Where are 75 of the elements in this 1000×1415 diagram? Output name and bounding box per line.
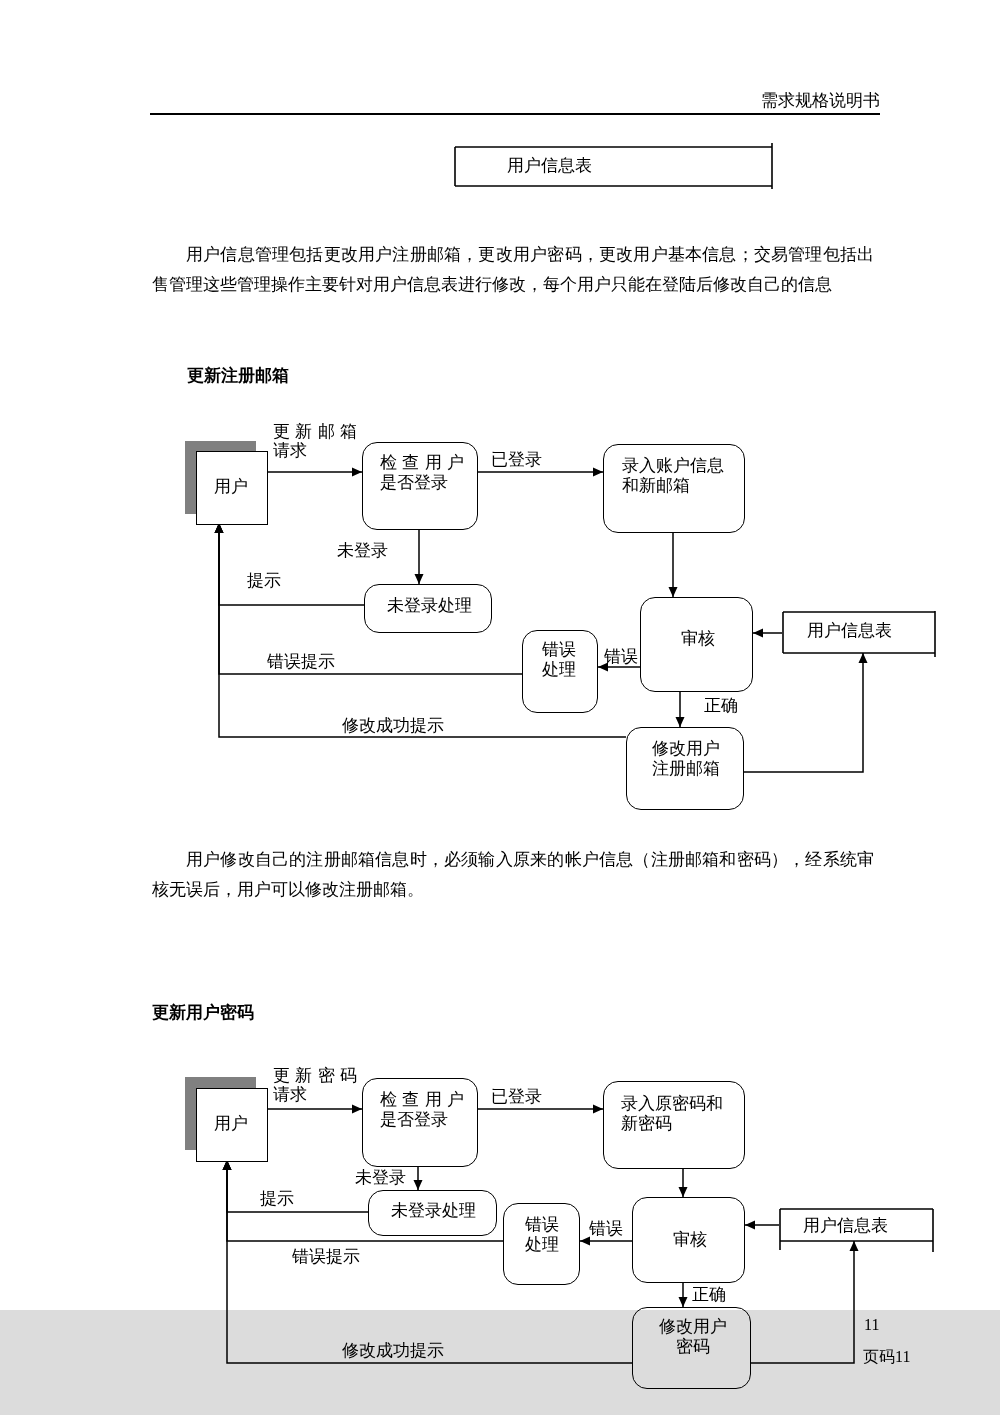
flow-arrow: [579, 1236, 633, 1246]
process-box: [362, 442, 478, 530]
process-label: 审核: [672, 1230, 707, 1250]
process-box: [603, 1081, 745, 1169]
flow-arrow: [743, 652, 868, 773]
process-box: [362, 1078, 478, 1167]
process-box: [364, 584, 492, 633]
store-label: 用户信息表: [803, 1216, 888, 1236]
flow-arrow: [678, 1168, 688, 1198]
store-label: 用户信息表: [807, 621, 892, 641]
edge-label: 错误: [589, 1219, 623, 1238]
external-entity-box: [185, 441, 266, 523]
edge-label: 未登录: [337, 541, 388, 560]
process-box: [368, 1190, 497, 1236]
data-store: [779, 1208, 934, 1253]
edge-label: 修改成功提示: [342, 1341, 444, 1360]
process-label: 检查用户是否登录: [380, 453, 464, 493]
process-label: 检查用户是否登录: [380, 1090, 464, 1130]
process-label: 修改用户注册邮箱: [651, 739, 721, 779]
process-label: 录入原密码和新密码: [621, 1094, 724, 1134]
process-box: [632, 1197, 745, 1283]
edge-label: 更新密码请求: [273, 1066, 357, 1104]
process-box: [603, 444, 745, 533]
flow-arrow: [750, 1240, 859, 1364]
data-store: [782, 611, 936, 657]
flow-arrow: [597, 662, 641, 672]
flow-arrow: [265, 1104, 363, 1114]
process-label: 错误处理: [542, 640, 577, 680]
store-label: 用户信息表: [507, 156, 592, 176]
body-paragraph: 用户修改自己的注册邮箱信息时，必须输入原来的帐户信息（注册邮箱和密码），经系统审核无误后，用户可以修改注册邮箱。: [152, 849, 874, 901]
entity-label: 用户: [214, 1114, 248, 1134]
process-label: 未登录处理: [391, 1201, 476, 1221]
flow-arrow: [265, 467, 363, 477]
edge-label: 提示: [260, 1189, 294, 1208]
page-number: 11: [864, 1316, 880, 1334]
process-box: [503, 1203, 580, 1285]
process-box: [632, 1307, 751, 1389]
flow-arrow: [678, 1282, 688, 1308]
process-box: [522, 630, 598, 713]
flow-arrow: [222, 1159, 633, 1364]
running-header: 需求规格说明书: [761, 91, 880, 111]
flow-arrow: [675, 691, 685, 728]
edge-label: 正确: [692, 1285, 726, 1304]
flow-arrow: [414, 529, 424, 585]
external-entity-box: [185, 1077, 266, 1160]
process-box: [640, 597, 753, 692]
edge-label: 未登录: [355, 1168, 406, 1187]
flow-arrow: [214, 522, 627, 738]
flow-arrow: [744, 1220, 780, 1230]
edge-label: 正确: [704, 696, 738, 715]
edge-label: 修改成功提示: [342, 716, 444, 735]
entity-label: 用户: [214, 477, 248, 497]
flow-arrow: [668, 532, 678, 598]
page-number: 页码11: [863, 1348, 911, 1366]
edge-label: 已登录: [491, 1087, 542, 1106]
edge-label: 错误提示: [267, 652, 335, 671]
process-label: 审核: [680, 629, 715, 649]
process-label: 录入账户信息和新邮箱: [622, 456, 725, 496]
section-heading: 更新注册邮箱: [187, 365, 289, 385]
process-label: 未登录处理: [386, 596, 472, 616]
process-label: 修改用户密码: [657, 1317, 728, 1357]
flow-arrow: [413, 1166, 423, 1191]
edge-label: 提示: [247, 571, 281, 590]
flow-arrow: [752, 628, 783, 638]
edge-label: 更新邮箱请求: [273, 422, 357, 460]
flow-arrow: [477, 467, 604, 477]
flow-arrow: [477, 1104, 604, 1114]
edge-label: 错误: [604, 647, 638, 666]
body-paragraph: 用户信息管理包括更改用户注册邮箱，更改用户密码，更改用户基本信息；交易管理包括出售管理这些管理操作主要针对用户信息表进行修改，每个用户只能在登陆后修改自己的信息: [152, 244, 874, 296]
edge-label: 已登录: [491, 450, 542, 469]
data-store: [454, 143, 773, 189]
process-label: 错误处理: [525, 1215, 560, 1255]
edge-label: 错误提示: [292, 1247, 360, 1266]
section-heading: 更新用户密码: [152, 1002, 254, 1022]
process-box: [626, 727, 744, 810]
